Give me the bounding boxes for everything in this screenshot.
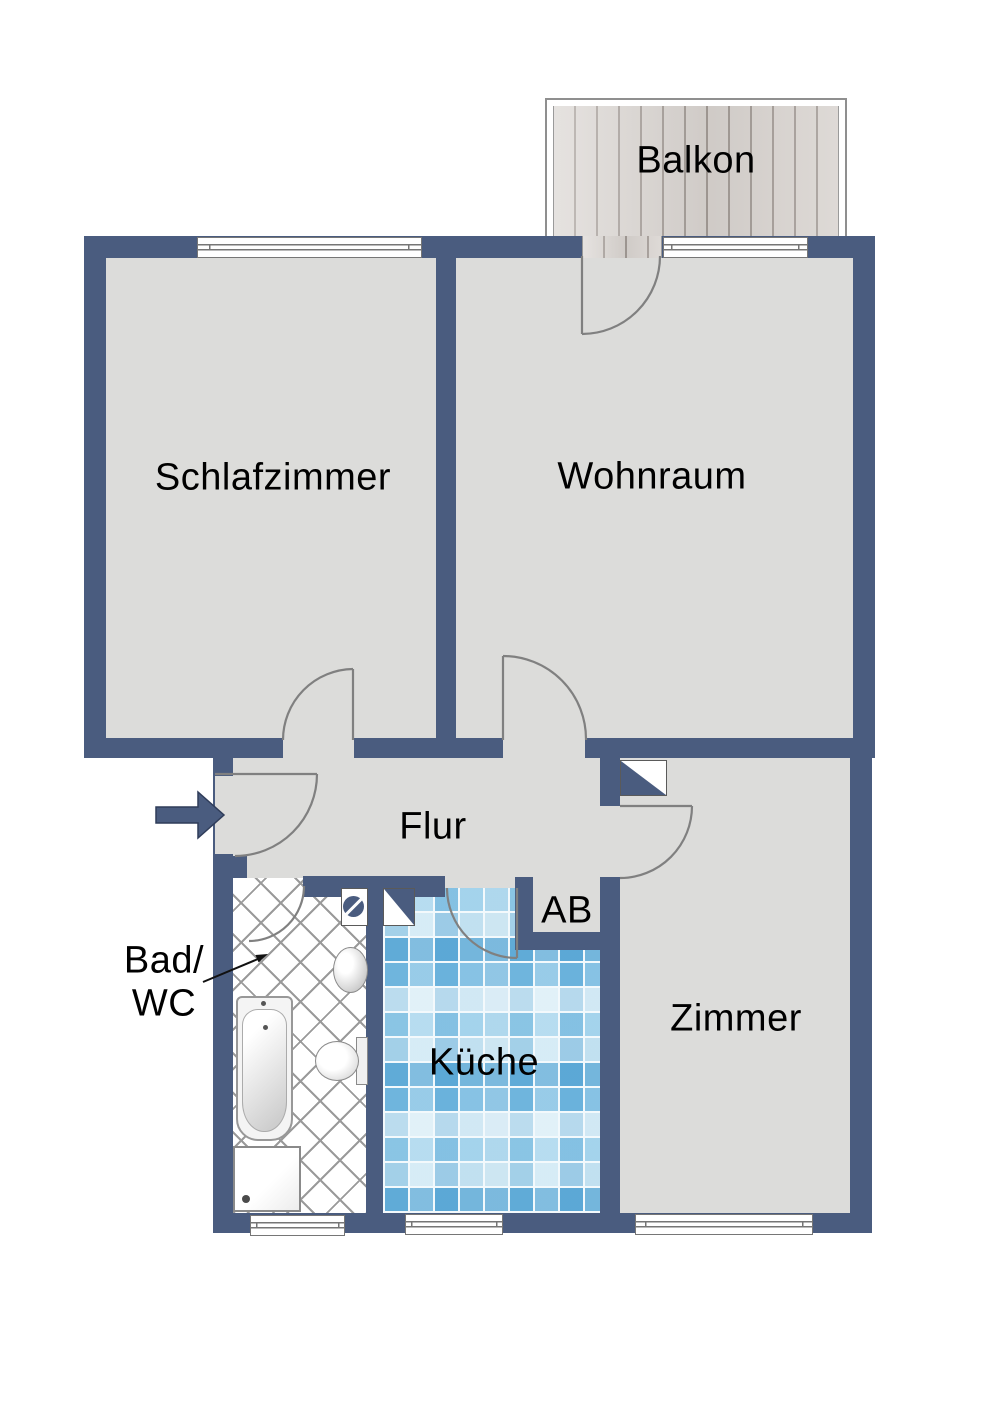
balcony-deck-planks [553, 106, 839, 238]
label-kueche: Küche [428, 1041, 540, 1084]
label-bad-line1: Bad/ [123, 939, 205, 982]
wall-ab-left [515, 877, 533, 950]
wall-flur-bad-stub [213, 856, 247, 878]
room-zimmer [620, 758, 850, 1213]
door-opening-entry [215, 776, 233, 854]
window-bad [250, 1215, 345, 1236]
window-schlafzimmer [197, 237, 422, 258]
bathtub-icon [236, 996, 293, 1141]
window-kueche [405, 1214, 503, 1235]
wall-schlaf-wohnraum-divider [436, 258, 456, 738]
label-schlafzimmer: Schlafzimmer [154, 456, 392, 499]
shaft-symbol-kueche-icon [383, 888, 415, 926]
label-flur: Flur [399, 805, 467, 848]
balcony-area [545, 98, 847, 238]
wall-ab-bottom [515, 932, 620, 950]
window-wohnraum [663, 237, 808, 258]
sink-icon [333, 947, 368, 993]
window-zimmer [635, 1214, 813, 1235]
door-opening-wohnraum [503, 738, 585, 758]
wall-zimmer-divider-top [600, 758, 620, 806]
label-ab: AB [541, 889, 593, 932]
label-bad-line2: WC [131, 982, 197, 1024]
label-zimmer: Zimmer [670, 997, 802, 1040]
toilet-bowl-icon [315, 1041, 359, 1081]
room-ab-niche [533, 877, 603, 935]
shower-tray-icon [233, 1146, 301, 1212]
wall-bad-kueche-divider [366, 876, 383, 1213]
door-opening-kueche [445, 876, 517, 890]
label-balkon: Balkon [636, 139, 756, 182]
door-opening-zimmer [600, 806, 620, 877]
washing-machine-icon [341, 888, 368, 926]
door-opening-schlafzimmer [283, 738, 354, 758]
label-wohnraum: Wohnraum [557, 455, 747, 498]
room-schlafzimmer [106, 258, 436, 738]
shaft-symbol-zimmer-icon [620, 760, 667, 796]
door-opening-balcony [582, 236, 662, 258]
wall-zimmer-divider-lower [600, 877, 620, 1213]
label-bad-wc: Bad/ WC [124, 939, 204, 1024]
